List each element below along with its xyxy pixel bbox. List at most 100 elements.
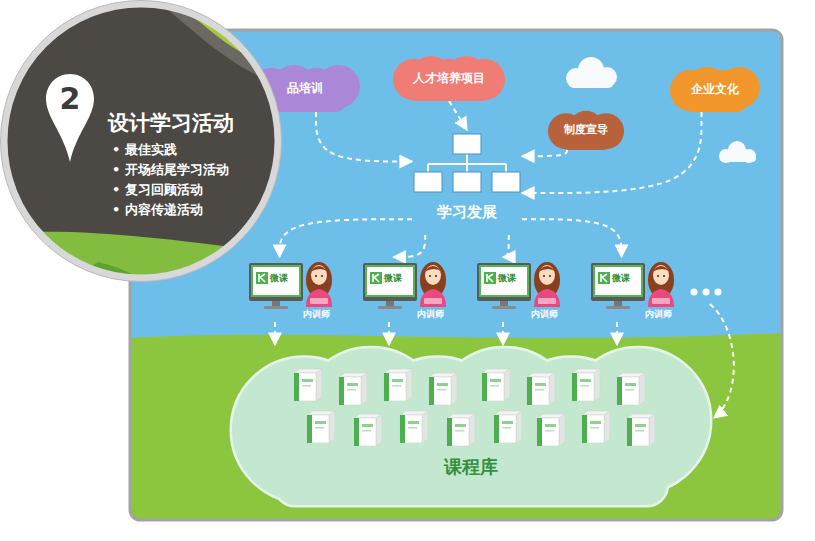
shape-rect <box>490 385 499 387</box>
shape-group <box>482 369 510 401</box>
shape-rect <box>362 424 373 427</box>
shape-path <box>469 414 475 446</box>
magnifier-callout: 设计学习活动• 最佳实践• 开场结尾学习活动• 复习回顾活动• 内容传递活动2 <box>0 0 282 282</box>
shape-rect <box>294 373 316 401</box>
shape-group <box>572 369 600 401</box>
activity-text: • 复习回顾活动 <box>112 180 203 200</box>
topic-cloud: 企业文化 <box>670 66 760 112</box>
shape-rect <box>249 263 303 301</box>
station-text: 内训师 <box>531 309 558 320</box>
dashed-connector <box>449 101 467 130</box>
shape-rect <box>594 266 642 296</box>
shape-path <box>594 369 600 401</box>
shape-path <box>648 289 674 307</box>
trainer-station: 微课内训师 <box>362 257 452 322</box>
shape-rect <box>617 377 622 405</box>
shape-ellipse <box>425 265 441 285</box>
shape-rect <box>366 266 414 296</box>
shape-dot <box>691 289 698 296</box>
shape-path <box>428 154 506 172</box>
shape-rect <box>363 263 417 301</box>
shape-rect <box>384 373 406 401</box>
shape-rect <box>538 298 556 304</box>
topic-label: 制度宣导 <box>564 123 608 136</box>
shape-rect <box>400 415 422 443</box>
shape-group <box>354 414 382 446</box>
shape-rect <box>294 373 299 401</box>
station-text: 内训师 <box>303 309 330 320</box>
shape-group <box>428 154 506 172</box>
shape-dot <box>703 289 710 296</box>
shape-rect <box>720 153 756 162</box>
shape-group <box>429 373 457 405</box>
shape-group <box>294 369 322 401</box>
shape-rect <box>339 377 344 405</box>
shape-rect <box>652 298 670 304</box>
shape-rect <box>302 385 311 387</box>
shape-rect <box>386 301 394 306</box>
shape-rect <box>354 418 359 446</box>
shape-rect <box>535 383 546 386</box>
shape-dot <box>543 275 545 277</box>
shape-rect <box>347 389 356 391</box>
grass <box>130 333 782 520</box>
shape-path <box>420 289 446 307</box>
station-text: 微课 <box>270 273 288 284</box>
shape-rect <box>598 272 610 284</box>
shape-rect <box>625 389 634 391</box>
activity-text: • 内容传递活动 <box>112 200 203 220</box>
shape-rect <box>500 301 508 306</box>
shape-rect <box>370 272 382 284</box>
shape-rect <box>307 415 312 443</box>
shape-rect <box>339 377 361 405</box>
dashed-connector <box>616 322 618 345</box>
callout-number: 2 <box>44 82 96 116</box>
shape-rect <box>568 76 614 88</box>
shape-dot <box>657 275 659 277</box>
activity-text: • 最佳实践 <box>112 140 177 160</box>
shape-path <box>487 274 493 282</box>
shape-path <box>316 369 322 401</box>
shape-rect <box>480 266 528 296</box>
shape-rect <box>392 379 403 382</box>
shape-group <box>527 373 555 405</box>
topic-cloud: 人才培养项目 <box>393 55 505 101</box>
cloud-body <box>232 348 710 505</box>
topic-label: 品培训 <box>287 81 323 95</box>
shape-path <box>559 414 565 446</box>
shape-path <box>549 373 555 405</box>
topic-label: 人才培养项目 <box>413 71 485 85</box>
shape-path <box>504 369 510 401</box>
shape-rect <box>455 424 466 427</box>
shape-group <box>617 373 645 405</box>
shape-rect <box>625 383 636 386</box>
shape-rect <box>310 298 328 304</box>
shape-rect <box>527 377 532 405</box>
dashed-connector <box>280 219 413 257</box>
shape-rect <box>378 306 402 309</box>
shape-rect <box>494 415 499 443</box>
shape-group <box>494 411 522 443</box>
library-label: 课程库 <box>232 455 710 479</box>
station-text: 微课 <box>384 273 402 284</box>
shape-dot <box>4 4 278 278</box>
shape-path <box>639 373 645 405</box>
shape-rect <box>252 266 300 296</box>
dashed-connector <box>388 322 390 345</box>
activity-text: 设计学习活动 <box>108 110 234 136</box>
library-art <box>232 345 710 505</box>
shape-rect <box>606 306 630 309</box>
cloud-body <box>250 65 360 112</box>
shape-rect <box>635 424 646 427</box>
dashed-connector <box>503 235 509 257</box>
shape-ellipse <box>539 265 555 285</box>
topic-label: 企业文化 <box>691 82 739 96</box>
shape-rect <box>537 418 542 446</box>
shape-path <box>329 411 335 443</box>
shape-path <box>424 266 442 272</box>
shape-group <box>0 0 300 300</box>
shape-rect <box>537 418 559 446</box>
shape-dot <box>663 275 665 277</box>
shape-path <box>406 369 412 401</box>
shape-rect <box>400 415 405 443</box>
